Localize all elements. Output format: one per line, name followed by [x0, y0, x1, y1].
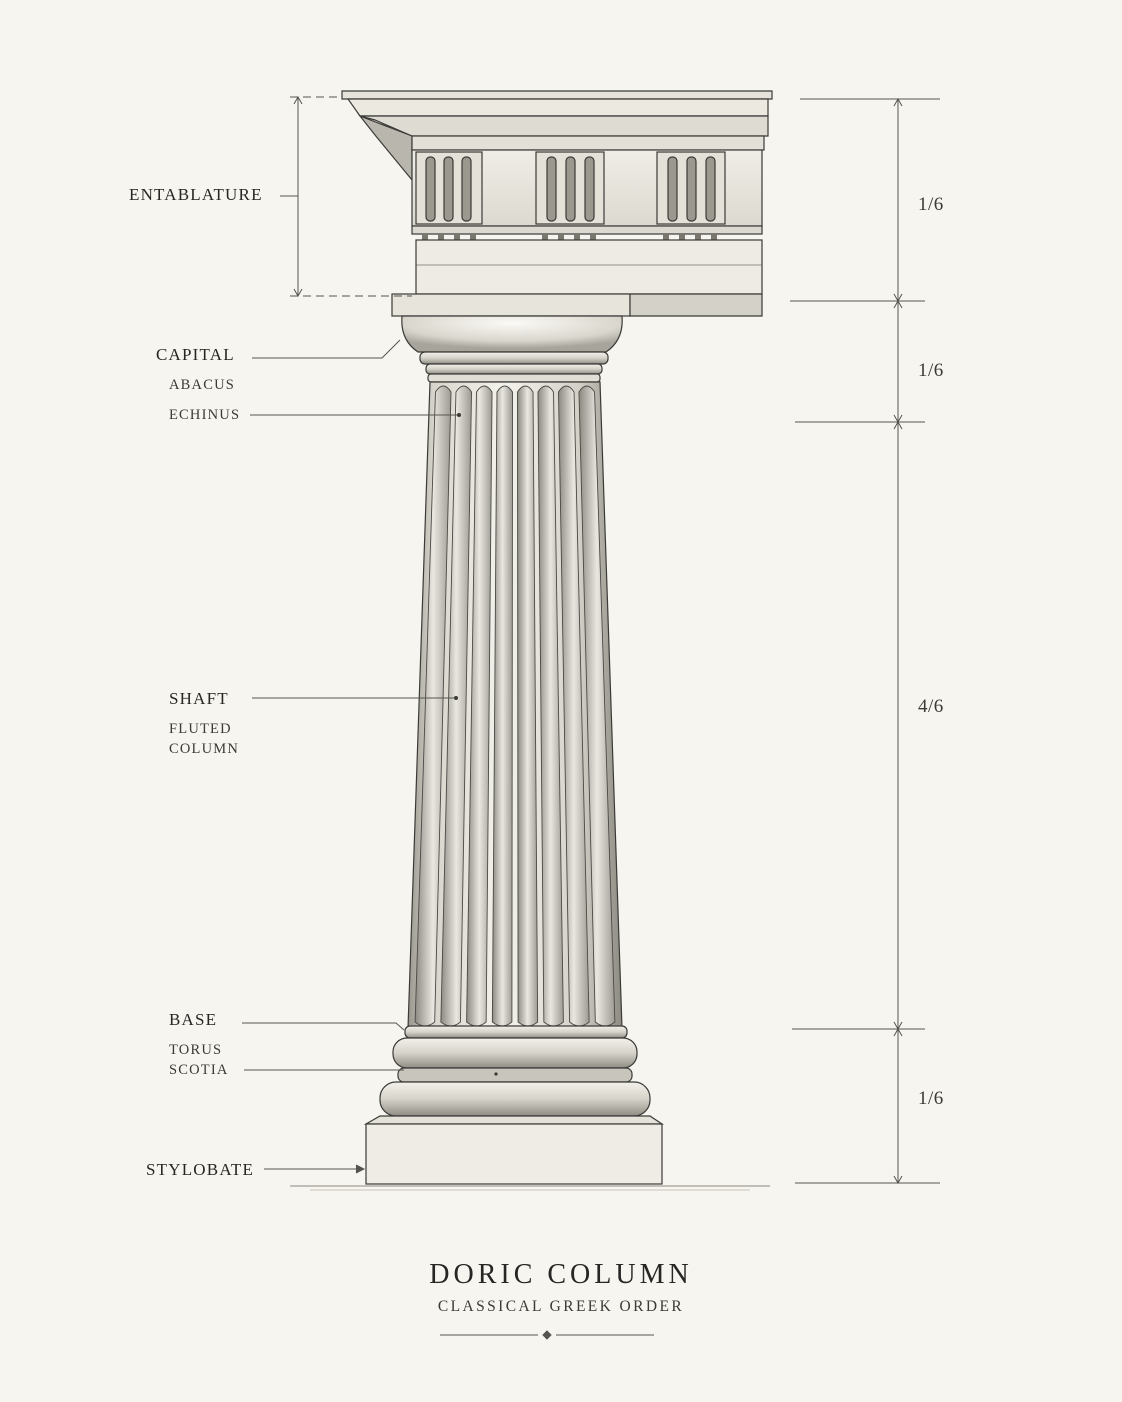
label-abacus: ABACUS — [169, 377, 236, 393]
page-title: DORIC COLUMN — [429, 1259, 693, 1290]
proportion-base: 1/6 — [918, 1088, 944, 1109]
shaft-flute — [414, 385, 452, 1027]
shaft-flute — [517, 385, 539, 1027]
triglyph-1 — [415, 151, 483, 225]
capital-leader — [252, 339, 401, 359]
label-echinus: ECHINUS — [169, 407, 241, 423]
label-entablature: ENTABLATURE — [129, 185, 263, 204]
shaft-flute — [440, 385, 472, 1027]
entablature-block — [341, 90, 773, 317]
stylobate-block — [290, 1115, 770, 1191]
proportion-scale — [790, 97, 940, 1185]
proportion-entablature: 1/6 — [918, 194, 944, 215]
base-block — [379, 1025, 651, 1117]
leader-lines — [242, 195, 458, 1174]
shaft-flute — [491, 385, 513, 1027]
label-scotia: SCOTIA — [169, 1062, 229, 1078]
proportion-capital: 1/6 — [918, 360, 944, 381]
page-subtitle: CLASSICAL GREEK ORDER — [437, 1298, 685, 1315]
label-base: BASE — [169, 1010, 218, 1029]
shaft-flute — [558, 385, 590, 1027]
label-shaft: SHAFT — [169, 689, 229, 708]
capital-block — [401, 315, 623, 383]
label-capital: CAPITAL — [156, 345, 235, 364]
shaft-block — [407, 381, 623, 1029]
triglyph-3 — [656, 151, 726, 225]
label-fluted: FLUTED — [169, 721, 232, 737]
shaft-flute — [578, 385, 616, 1027]
proportion-shaft: 4/6 — [918, 696, 944, 717]
label-torus: TORUS — [169, 1042, 223, 1058]
title-ornament — [440, 1330, 654, 1340]
shaft-flute — [537, 385, 564, 1027]
label-stylobate: STYLOBATE — [146, 1160, 255, 1179]
shaft-flutes — [414, 385, 616, 1027]
shaft-flute — [466, 385, 493, 1027]
triglyph-2 — [535, 151, 605, 225]
base-leader — [242, 1022, 405, 1031]
label-column: COLUMN — [169, 741, 240, 757]
